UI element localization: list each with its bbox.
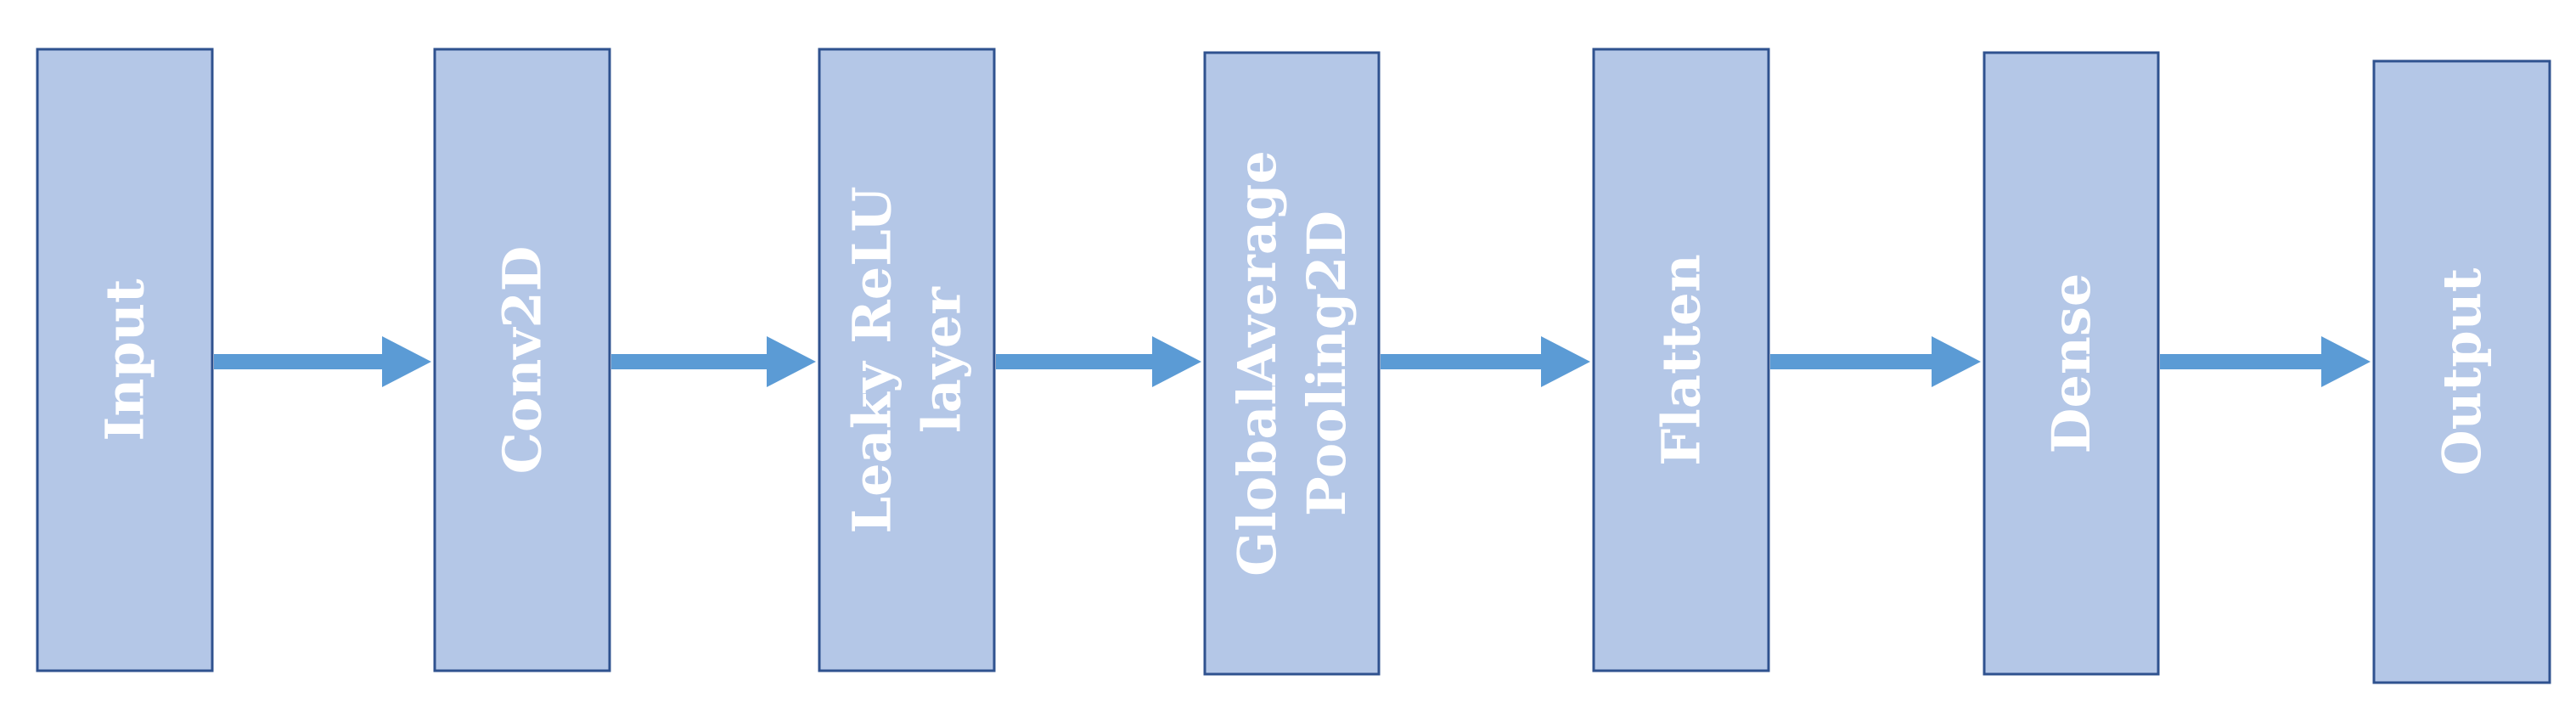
block-output: Output bbox=[2372, 59, 2551, 684]
block-conv2d-box bbox=[433, 48, 611, 672]
block-flatten-label: Flatten bbox=[1651, 254, 1713, 466]
arrow-input-to-conv2d bbox=[214, 336, 431, 387]
block-input-label: Input bbox=[94, 278, 156, 441]
arrow-head-icon bbox=[2321, 336, 2371, 387]
block-dense: Dense bbox=[1983, 51, 2160, 676]
arrow-conv2d-to-leaky-relu-layer bbox=[611, 336, 816, 387]
block-dense-label: Dense bbox=[2040, 273, 2102, 454]
block-flatten: Flatten bbox=[1592, 48, 1770, 672]
block-input: Input bbox=[36, 48, 214, 672]
arrow-head-icon bbox=[1152, 336, 1201, 387]
arrow-head-icon bbox=[1541, 336, 1590, 387]
block-dense-box bbox=[1983, 51, 2160, 676]
block-globalaverage-pooling2d-label: GlobalAverage bbox=[1226, 150, 1288, 576]
arrow-head-icon bbox=[767, 336, 816, 387]
arrow-head-icon bbox=[1932, 336, 1981, 387]
arrow-leaky-relu-layer-to-globalaverage-pooling2d bbox=[996, 336, 1201, 387]
block-input-box bbox=[36, 48, 214, 672]
block-globalaverage-pooling2d-label: Pooling2D bbox=[1296, 211, 1358, 516]
arrows-layer bbox=[214, 336, 2371, 387]
block-output-label: Output bbox=[2431, 267, 2493, 475]
block-flatten-box bbox=[1592, 48, 1770, 672]
arrow-flatten-to-dense bbox=[1770, 336, 1981, 387]
block-conv2d: Conv2D bbox=[433, 48, 611, 672]
arrow-dense-to-output bbox=[2160, 336, 2371, 387]
block-leaky-relu-layer-box bbox=[818, 48, 996, 672]
arrow-globalaverage-pooling2d-to-flatten bbox=[1381, 336, 1590, 387]
block-leaky-relu-layer-label: Leaky ReLU bbox=[841, 186, 903, 533]
block-globalaverage-pooling2d-box bbox=[1203, 51, 1381, 676]
arrow-head-icon bbox=[382, 336, 431, 387]
block-leaky-relu-layer-label: layer bbox=[911, 286, 973, 433]
block-output-box bbox=[2372, 59, 2551, 684]
block-conv2d-label: Conv2D bbox=[492, 246, 554, 475]
